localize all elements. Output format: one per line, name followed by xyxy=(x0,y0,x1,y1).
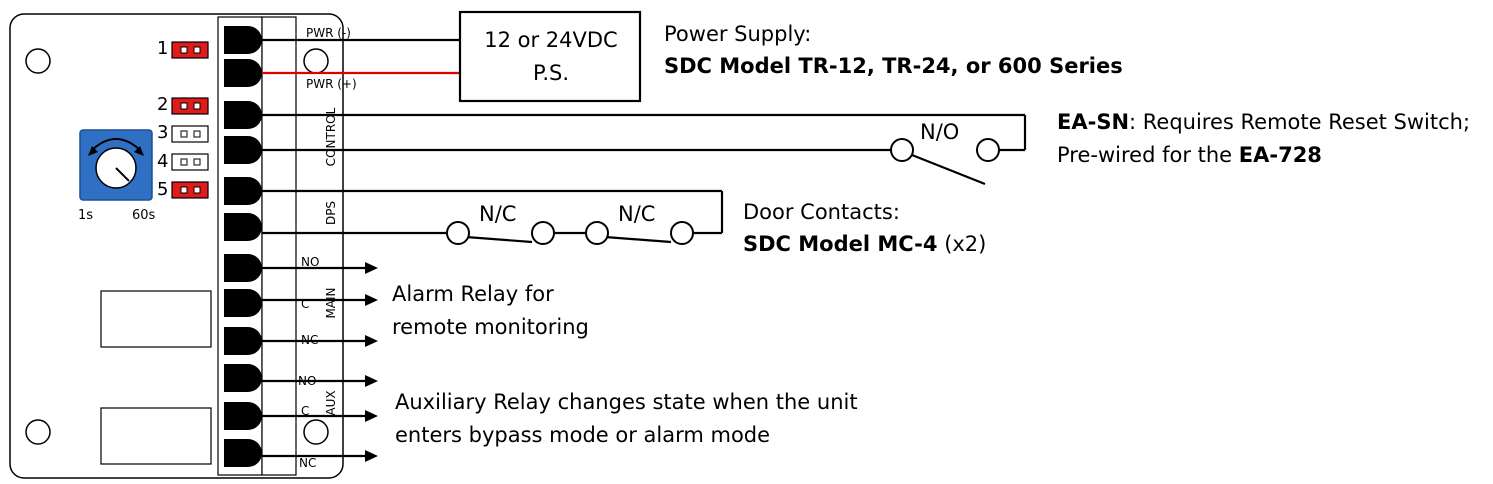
dip-number-2: 2 xyxy=(157,94,169,115)
terminal-label-dps: DPS xyxy=(324,200,338,226)
reset-switch-requirement: : Requires Remote Reset Switch; xyxy=(1129,110,1471,134)
arrow-right-icon xyxy=(365,294,378,306)
door-contacts-title: Door Contacts: xyxy=(743,200,900,224)
terminal-label-no-aux: NO xyxy=(298,374,317,388)
door-contact-arm-1 xyxy=(465,235,533,244)
door-contacts-model: SDC Model MC-4 xyxy=(743,232,938,256)
door-contact-label-1: N/C xyxy=(479,202,517,226)
alarm-relay-note-line2: remote monitoring xyxy=(392,315,589,339)
reset-switch-contact-label: N/O xyxy=(920,120,960,144)
reset-switch-prewired-model: EA-728 xyxy=(1238,143,1322,167)
terminal-label-c-main: C xyxy=(301,297,310,311)
dip-switch-4[interactable] xyxy=(171,153,209,171)
mounting-hole xyxy=(303,419,329,445)
terminal-screw-8 xyxy=(224,289,262,317)
power-supply-box-line2: P.S. xyxy=(532,61,570,85)
door-contact-terminal xyxy=(446,221,470,245)
terminal-screw-11 xyxy=(224,402,262,430)
power-supply-box-line1: 12 or 24VDC xyxy=(484,28,618,52)
dip-switch-2[interactable] xyxy=(171,97,209,115)
door-contact-terminal xyxy=(585,221,609,245)
dip-switch-pin xyxy=(180,186,188,194)
dip-switch-pin xyxy=(193,46,201,54)
dip-switch-pin xyxy=(180,46,188,54)
timer-arrow-head xyxy=(134,146,144,156)
terminal-screw-9 xyxy=(224,327,262,355)
reset-switch-note-line2: Pre-wired for the EA-728 xyxy=(1057,145,1322,166)
arrow-right-icon xyxy=(365,410,378,422)
terminal-label-nc-aux: NC xyxy=(299,456,317,470)
door-contact-terminal xyxy=(670,221,694,245)
terminal-screw-3 xyxy=(224,101,262,129)
timer-max-label: 60s xyxy=(132,208,156,223)
dip-number-1: 1 xyxy=(157,38,169,59)
timer-min-label: 1s xyxy=(78,208,94,223)
reset-switch-contact xyxy=(890,138,914,162)
dip-number-4: 4 xyxy=(157,151,169,172)
dip-switch-pin xyxy=(193,102,201,110)
aux-relay-note-line2: enters bypass mode or alarm mode xyxy=(395,423,771,447)
terminal-label-strip xyxy=(261,16,297,476)
mounting-hole xyxy=(25,48,51,74)
terminal-screw-7 xyxy=(224,254,262,282)
terminal-screw-5 xyxy=(224,177,262,205)
reset-switch-arm xyxy=(911,153,986,186)
power-supply-model: SDC Model TR-12, TR-24, or 600 Series xyxy=(664,54,1123,78)
dip-number-5: 5 xyxy=(157,179,169,200)
terminal-screw-2 xyxy=(224,59,262,87)
door-contacts-quantity: (x2) xyxy=(937,232,987,256)
terminal-screw-4 xyxy=(224,136,262,164)
dip-switch-pin xyxy=(180,102,188,110)
terminal-screw-6 xyxy=(224,213,262,241)
arrow-right-icon xyxy=(365,375,378,387)
power-supply-title: Power Supply: xyxy=(664,22,812,46)
alarm-relay-note-line1: Alarm Relay for xyxy=(392,282,554,306)
terminal-label-main: MAIN xyxy=(324,287,338,319)
dip-switch-pin xyxy=(180,158,188,166)
door-contact-terminal xyxy=(531,221,555,245)
timer-direction-arrow xyxy=(91,138,141,151)
dip-switch-3[interactable] xyxy=(171,125,209,143)
terminal-label-nc-main: NC xyxy=(301,333,319,347)
arrow-right-icon xyxy=(365,450,378,462)
power-supply-box xyxy=(458,10,642,103)
reset-switch-prewired-text: Pre-wired for the xyxy=(1057,143,1239,167)
dip-switch-1[interactable] xyxy=(171,41,209,59)
mounting-hole xyxy=(25,419,51,445)
reset-switch-model: EA-SN xyxy=(1057,110,1130,134)
dip-switch-5[interactable] xyxy=(171,181,209,199)
terminal-strip xyxy=(217,16,263,476)
terminal-label-no-main: NO xyxy=(301,255,320,269)
dip-switch-pin xyxy=(193,130,201,138)
terminal-screw-12 xyxy=(224,439,262,467)
dip-number-3: 3 xyxy=(157,122,169,143)
mounting-hole xyxy=(303,48,329,74)
aux-relay-note-line1: Auxiliary Relay changes state when the u… xyxy=(395,390,858,414)
terminal-label-pwr-neg: PWR (-) xyxy=(306,26,351,40)
door-contact-arm-2 xyxy=(604,235,672,244)
dip-switch-pin xyxy=(193,158,201,166)
arrow-right-icon xyxy=(365,335,378,347)
dip-switch-pin xyxy=(180,130,188,138)
timer-arrow-head xyxy=(88,146,98,156)
aux-relay xyxy=(100,407,212,465)
terminal-screw-10 xyxy=(224,364,262,392)
reset-switch-note-line1: EA-SN: Requires Remote Reset Switch; xyxy=(1057,112,1470,133)
terminal-label-c-aux: C xyxy=(301,404,310,418)
door-contacts-model-line: SDC Model MC-4 (x2) xyxy=(743,234,986,255)
timer-pointer xyxy=(115,167,130,182)
arrow-right-icon xyxy=(365,262,378,274)
dip-switch-pin xyxy=(193,186,201,194)
terminal-label-control: CONTROL xyxy=(324,107,338,167)
door-contact-label-2: N/C xyxy=(618,202,656,226)
terminal-label-aux: AUX xyxy=(324,390,338,416)
main-relay xyxy=(100,290,212,348)
terminal-screw-1 xyxy=(224,26,262,54)
reset-switch-contact xyxy=(976,138,1000,162)
terminal-label-pwr-pos: PWR (+) xyxy=(306,77,357,91)
